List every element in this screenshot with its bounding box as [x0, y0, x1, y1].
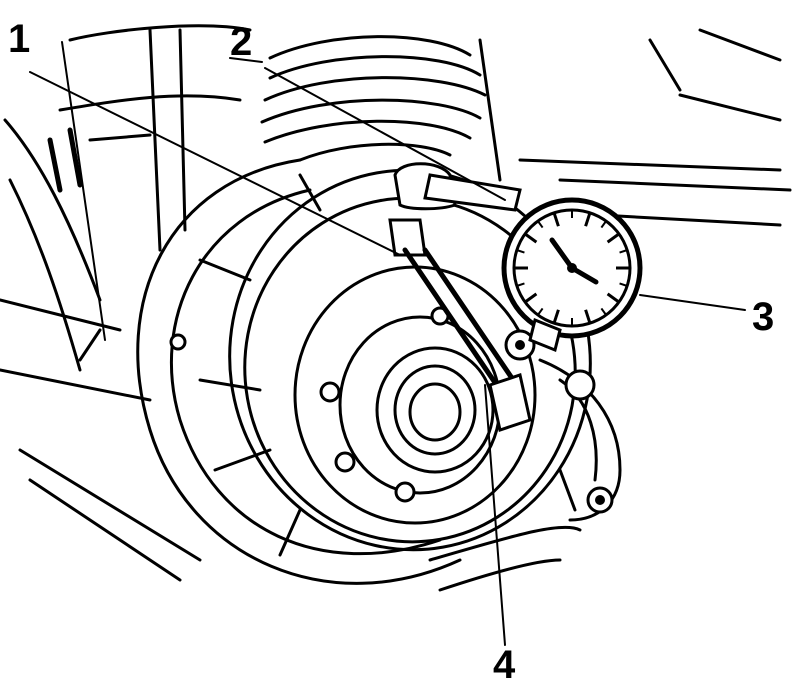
- gauge-tick: [525, 292, 538, 303]
- brake-caliper: [538, 358, 622, 522]
- gauge-tick: [537, 221, 544, 229]
- callout-label-4: 4: [493, 643, 516, 687]
- leader-line-3: [639, 294, 746, 311]
- dial-gauge-bracket: [388, 162, 536, 432]
- callout-label-2: 2: [230, 20, 252, 64]
- gauge-tick: [525, 233, 538, 244]
- gauge-tick: [600, 307, 607, 315]
- dial-gauge-ticks: [515, 211, 629, 325]
- gauge-tick: [552, 213, 560, 227]
- leader-line-2: [264, 67, 506, 201]
- gauge-tick: [606, 233, 619, 244]
- gauge-tick: [517, 249, 525, 254]
- leader-line-1: [61, 41, 106, 341]
- wheel-hub: [319, 306, 495, 503]
- gauge-tick: [619, 282, 627, 287]
- callout-label-3: 3: [752, 295, 774, 339]
- brake-backing-plate: [136, 158, 582, 592]
- gauge-tick: [606, 292, 619, 303]
- leader-line-2b: [229, 57, 263, 63]
- coil-spring: [260, 35, 487, 162]
- leader-line-4: [484, 384, 506, 646]
- wheel-stud-hole: [394, 481, 416, 503]
- callout-labels: 1 2 3 4: [8, 17, 774, 687]
- wheel-stud-hole: [319, 381, 341, 403]
- gauge-tick: [584, 213, 592, 227]
- suspension-body-outline: [0, 24, 792, 582]
- gauge-tick: [619, 249, 627, 254]
- dial-gauge: [501, 197, 643, 353]
- leader-line-1b: [29, 71, 401, 256]
- gauge-tick: [517, 282, 525, 287]
- backing-plate-hole: [169, 333, 187, 351]
- gauge-tick: [552, 309, 560, 323]
- callout-label-1: 1: [8, 17, 30, 61]
- leader-lines: [29, 41, 746, 646]
- gauge-tick: [584, 309, 592, 323]
- gauge-tick: [600, 221, 607, 229]
- wheel-stud-hole: [334, 451, 356, 473]
- gauge-tick: [537, 307, 544, 315]
